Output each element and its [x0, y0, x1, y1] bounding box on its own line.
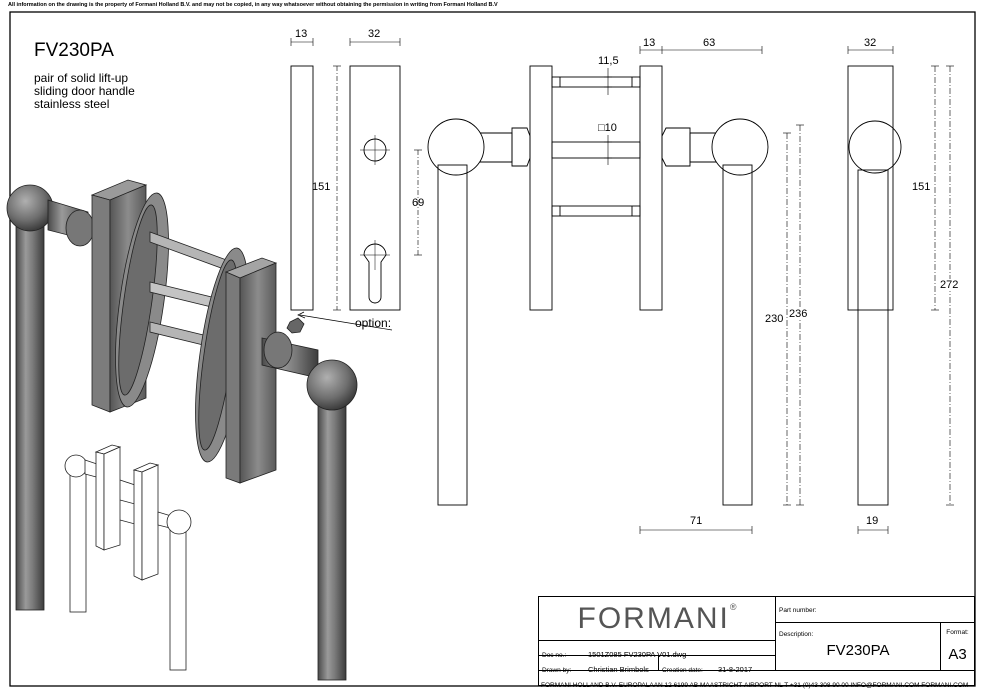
plate-side-view — [290, 65, 314, 311]
drawn-by-label: Drawn by: — [542, 667, 572, 674]
formani-logo: FORMANI — [577, 602, 730, 635]
company-address: FORMANI HOLLAND B.V. EUROPALAAN 12 6199 … — [541, 682, 969, 689]
dim-plate-thickness: 13 — [295, 28, 308, 40]
dim-rod-diameter: 11,5 — [598, 55, 619, 67]
description-cell: Description: FV230PA — [776, 623, 941, 671]
description-label: Description: — [779, 631, 814, 638]
dim-side-height: 151 — [912, 181, 931, 193]
description-line: pair of solid lift-up — [34, 71, 129, 85]
assembly-view — [427, 65, 769, 506]
format-cell: Format: A3 — [941, 623, 974, 671]
logo-cell: FORMANI® — [539, 597, 776, 641]
creation-date-label: Creation date: — [662, 667, 703, 674]
doc-no-value: 1501Z085 FV230PA V01.dwg — [588, 650, 687, 659]
product-description: pair of solid lift-up sliding door handl… — [34, 72, 135, 111]
dimension-lines — [290, 38, 954, 534]
dim-plate-height: 151 — [312, 181, 331, 193]
footer-cell: FORMANI HOLLAND B.V. EUROPALAAN 12 6199 … — [539, 671, 974, 689]
description-line: sliding door handle — [34, 84, 135, 98]
isometric-small — [64, 444, 192, 671]
doc-no-cell: Doc no.: 1501Z085 FV230PA V01.dwg — [539, 641, 776, 659]
dim-hole-spacing: 69 — [412, 197, 425, 209]
format-value: A3 — [948, 646, 967, 663]
dim-plate-width: 32 — [368, 28, 381, 40]
sheet-border — [9, 11, 976, 687]
doc-no-label: Doc no.: — [542, 652, 567, 659]
option-callout: option: — [355, 316, 392, 330]
dim-handle-projection: 63 — [703, 37, 716, 49]
dim-handle-length-outer: 236 — [789, 308, 808, 320]
title-block: FORMANI® Part number: Description: FV230… — [538, 596, 975, 689]
dim-side-width: 32 — [864, 37, 877, 49]
plate-front-view — [349, 65, 401, 311]
dim-rose-thickness: 13 — [643, 37, 656, 49]
part-number-label: Part number: — [779, 607, 817, 614]
dim-side-total: 272 — [940, 279, 959, 291]
description-line: stainless steel — [34, 97, 110, 111]
drawn-by-value: Christian Brimbols — [588, 665, 649, 674]
creation-date-value: 31-8-2017 — [718, 665, 753, 674]
isometric-illustration — [6, 179, 358, 681]
drawn-by-cell: Drawn by: Christian Brimbols — [539, 656, 659, 674]
side-view — [847, 65, 902, 506]
dim-spindle-square: □10 — [598, 122, 617, 134]
product-title: FV230PA — [34, 40, 114, 61]
dim-grip-diameter: 19 — [866, 515, 879, 527]
dim-handle-length-inner: 230 — [765, 313, 784, 325]
description-value: FV230PA — [826, 642, 890, 659]
registered-mark: ® — [729, 602, 737, 612]
copyright-notice: All information on the drawing is the pr… — [8, 2, 498, 8]
cylinder-hole — [363, 243, 387, 304]
dim-handle-offset: 71 — [690, 515, 703, 527]
creation-date-cell: Creation date: 31-8-2017 — [659, 656, 776, 674]
part-number-cell: Part number: — [776, 597, 974, 623]
format-label: Format: — [946, 629, 969, 636]
